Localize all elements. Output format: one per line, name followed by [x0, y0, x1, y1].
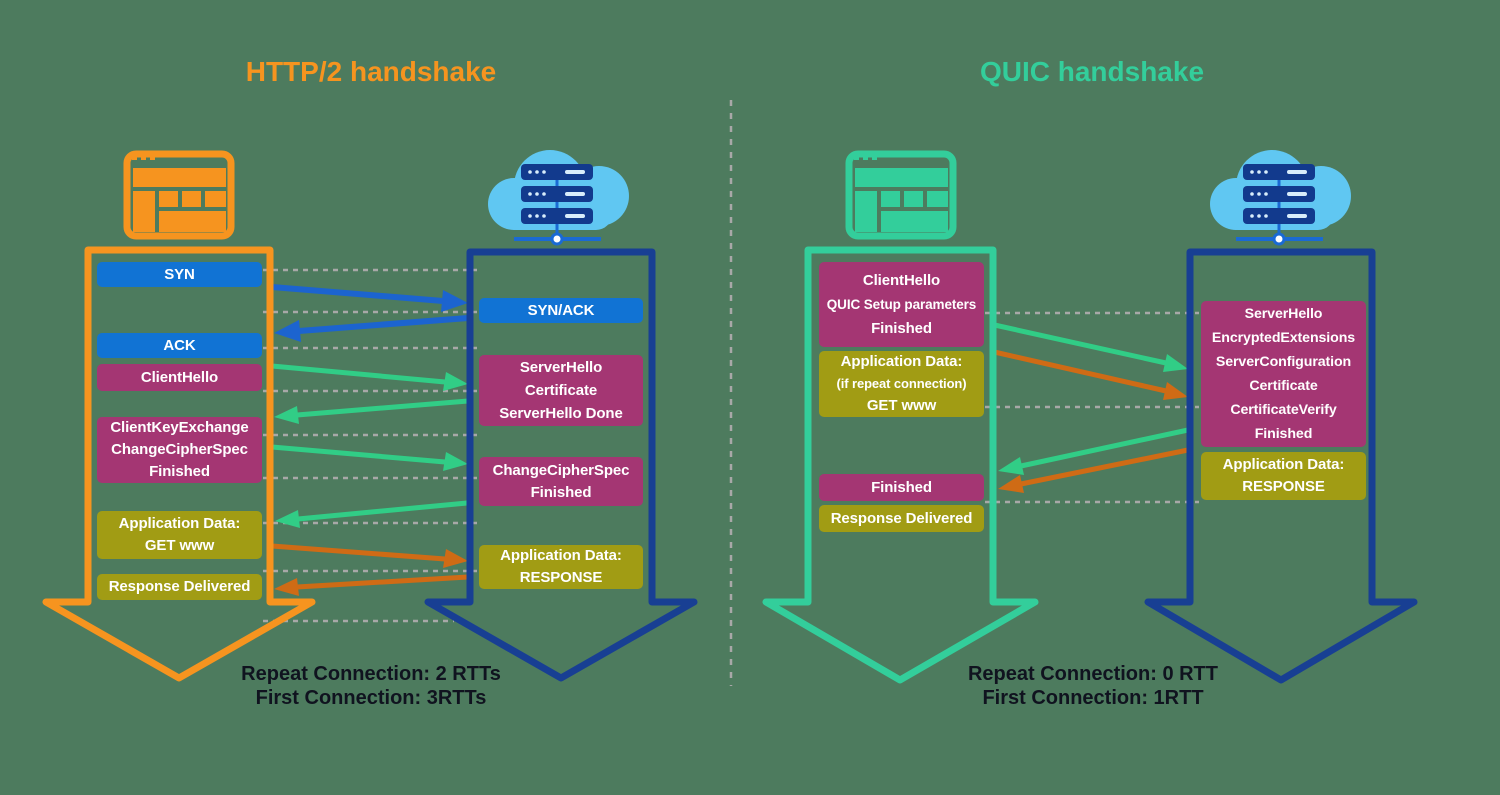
quic-client-timeline-arrow: [762, 246, 1039, 684]
http2-server-timeline-arrow: [424, 248, 698, 682]
msg-clientkeyexchange: ClientKeyExchange ChangeCipherSpec Finis…: [97, 417, 262, 483]
msg-quic-serverhello: ServerHello EncryptedExtensions ServerCo…: [1201, 301, 1366, 447]
cloud-server-icon: [1210, 150, 1351, 246]
quic-arrow-get: [989, 348, 1188, 400]
msg-clienthello: ClientHello: [97, 364, 262, 391]
cloud-server-icon: [488, 150, 629, 246]
http2-client-timeline-arrow: [42, 246, 316, 682]
msg-changecipherspec: ChangeCipherSpec Finished: [479, 457, 643, 506]
http2-arrow-clientkeyexchange: [271, 444, 468, 471]
quic-title: QUIC handshake: [979, 56, 1205, 87]
quic-arrow-serverhello: [998, 427, 1189, 475]
http2-arrow-finished: [275, 500, 468, 528]
http2-arrow-synack: [274, 315, 469, 342]
msg-serverhello: ServerHello Certificate ServerHello Done: [479, 355, 643, 426]
msg-ack: ACK: [97, 333, 262, 358]
quic-arrow-clienthello: [989, 321, 1188, 372]
msg-appdata-get: Application Data: GET www: [97, 511, 262, 559]
msg-syn: SYN: [97, 262, 262, 287]
msg-response-delivered: Response Delivered: [97, 574, 262, 600]
quic-server-timeline-arrow: [1144, 248, 1418, 684]
browser-icon: [123, 150, 235, 240]
http2-arrow-clienthello: [271, 363, 468, 391]
http2-arrow-get: [271, 543, 468, 568]
quic-arrow-response: [998, 447, 1189, 493]
http2-timing-dashed-lines: [263, 268, 477, 623]
http2-rtt-summary: Repeat Connection: 2 RTTs First Connecti…: [241, 663, 501, 709]
msg-synack: SYN/ACK: [479, 298, 643, 323]
http2-arrow-syn: [271, 284, 468, 312]
msg-quic-appdata-response: Application Data: RESPONSE: [1201, 452, 1366, 500]
quic-rtt-summary: Repeat Connection: 0 RTT First Connectio…: [967, 663, 1218, 709]
msg-quic-appdata-get: Application Data: (if repeat connection)…: [819, 351, 984, 417]
msg-quic-response-delivered: Response Delivered: [819, 505, 984, 532]
msg-quic-clienthello: ClientHello QUIC Setup parameters Finish…: [819, 262, 984, 347]
browser-icon: [845, 150, 957, 240]
http2-arrow-response: [274, 574, 469, 596]
msg-quic-finished: Finished: [819, 474, 984, 501]
http2-arrow-serverhello: [274, 398, 469, 424]
msg-appdata-response: Application Data: RESPONSE: [479, 545, 643, 589]
http2-title: HTTP/2 handshake: [245, 56, 497, 87]
